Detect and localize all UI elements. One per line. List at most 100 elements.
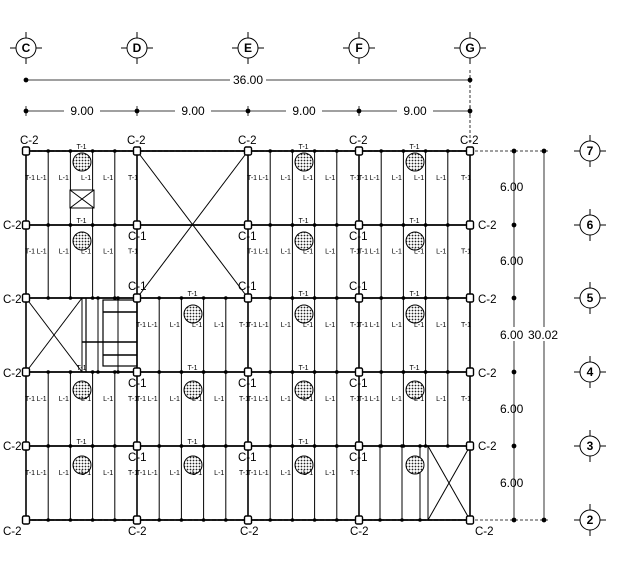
hatched-void [183, 380, 203, 400]
beam-tag-primary: T-1 [409, 144, 419, 151]
beam-tag-label: L-1 [214, 322, 224, 329]
hatched-void [405, 304, 425, 324]
beam-tag-label: L-1 [37, 175, 47, 182]
beam-tag-label: L-1 [170, 396, 180, 403]
beam-tag-label: L-1 [414, 249, 424, 256]
bay-width-dimension-1: 9.00 [70, 104, 94, 118]
column-label: C-2 [238, 135, 257, 147]
hatched-void [294, 304, 314, 324]
column [354, 515, 364, 525]
slab-openings [25, 150, 471, 521]
column [21, 293, 31, 303]
beam-tag-primary: T-1 [25, 175, 35, 182]
column [465, 441, 475, 451]
beam-tag-primary: T-1 [461, 396, 471, 403]
beam-tag-label: L-1 [103, 470, 113, 477]
hatched-void [294, 231, 314, 251]
column-label: C-1 [128, 452, 147, 464]
beam-tag-label: L-1 [259, 396, 269, 403]
hatched-void [405, 455, 425, 475]
beam-tag-label: L-1 [103, 249, 113, 256]
opening-brace [427, 445, 471, 521]
column-label: C-2 [3, 294, 22, 306]
column-label: C-2 [460, 135, 479, 147]
beam-tag-label: L-1 [392, 249, 402, 256]
column-label: C-2 [350, 526, 369, 538]
beam-tag-primary: T-1 [25, 249, 35, 256]
beam-tag-primary: T-1 [128, 175, 138, 182]
grid-label-d: D [133, 41, 142, 55]
column [132, 515, 142, 525]
column [465, 515, 475, 525]
column [132, 220, 142, 230]
column [21, 367, 31, 377]
column [21, 441, 31, 451]
beam-tag-label: L-1 [59, 249, 69, 256]
beam-tag-label: L-1 [325, 175, 335, 182]
grid-bubble-5: 5 [574, 282, 606, 314]
beam-tag-primary: T-1 [350, 249, 360, 256]
column-label: C-2 [240, 526, 259, 538]
beam-tag-primary: T-1 [247, 322, 257, 329]
opening-brace [25, 297, 83, 373]
column-label: C-2 [3, 526, 22, 538]
beam-tag-label: L-1 [81, 470, 91, 477]
row-grid-bubbles: 7 6 5 4 3 2 [574, 135, 606, 536]
hatched-void [294, 380, 314, 400]
beam-tag-primary: T-1 [247, 175, 257, 182]
bay-width-dimension-2: 9.00 [181, 104, 205, 118]
beam-tag-label: L-1 [436, 175, 446, 182]
beam-tag-primary: T-1 [409, 365, 419, 372]
beam-tag-label: L-1 [370, 175, 380, 182]
beam-tag-label: L-1 [192, 470, 202, 477]
beam-tag-primary: T-1 [76, 144, 86, 151]
beam-tag-label: L-1 [259, 470, 269, 477]
hatched-void [405, 152, 425, 172]
stair-brace [69, 189, 95, 209]
column [21, 146, 31, 156]
column-label: C-2 [478, 441, 497, 453]
column-label: C-1 [349, 378, 368, 390]
beam-tag-primary: T-1 [187, 365, 197, 372]
beam-tag-label: L-1 [303, 396, 313, 403]
beam-tag-label: L-1 [436, 322, 446, 329]
hatched-void [183, 455, 203, 475]
beam-tag-label: L-1 [103, 396, 113, 403]
column [243, 367, 253, 377]
beam-tag-label: L-1 [81, 175, 91, 182]
beam-tag-label: L-1 [37, 249, 47, 256]
beam-tag-label: L-1 [303, 249, 313, 256]
beam-tag-primary: T-1 [239, 322, 249, 329]
column-label: C-1 [349, 231, 368, 243]
beam-tag-label: L-1 [281, 249, 291, 256]
beam-tag-label: L-1 [392, 175, 402, 182]
column [132, 293, 142, 303]
beam-tag-label: L-1 [370, 396, 380, 403]
beam-tag-primary: T-1 [128, 396, 138, 403]
beam-tag-label: L-1 [192, 396, 202, 403]
grid-label-3: 3 [587, 439, 594, 453]
beam-tag-primary: T-1 [298, 291, 308, 298]
hatched-void [405, 380, 425, 400]
beam-tag-primary: T-1 [136, 396, 146, 403]
beam-tag-primary: T-1 [136, 470, 146, 477]
beam-tag-label: L-1 [414, 175, 424, 182]
beam-tag-label: L-1 [414, 322, 424, 329]
column [21, 220, 31, 230]
beam-tag-label: L-1 [59, 396, 69, 403]
beam-tag-label: L-1 [325, 470, 335, 477]
grid-label-2: 2 [587, 513, 594, 527]
beam-tag-primary: T-1 [239, 470, 249, 477]
beam-tag-label: L-1 [281, 322, 291, 329]
beam-tag-label: L-1 [59, 470, 69, 477]
beam-tag-label: L-1 [303, 322, 313, 329]
beam-tag-label: L-1 [192, 322, 202, 329]
column-label: C-2 [478, 368, 497, 380]
column [243, 515, 253, 525]
grid-label-7: 7 [587, 144, 594, 158]
beam-tag-label: L-1 [170, 470, 180, 477]
beam-tag-label: L-1 [436, 249, 446, 256]
beam-tag-primary: T-1 [136, 322, 146, 329]
